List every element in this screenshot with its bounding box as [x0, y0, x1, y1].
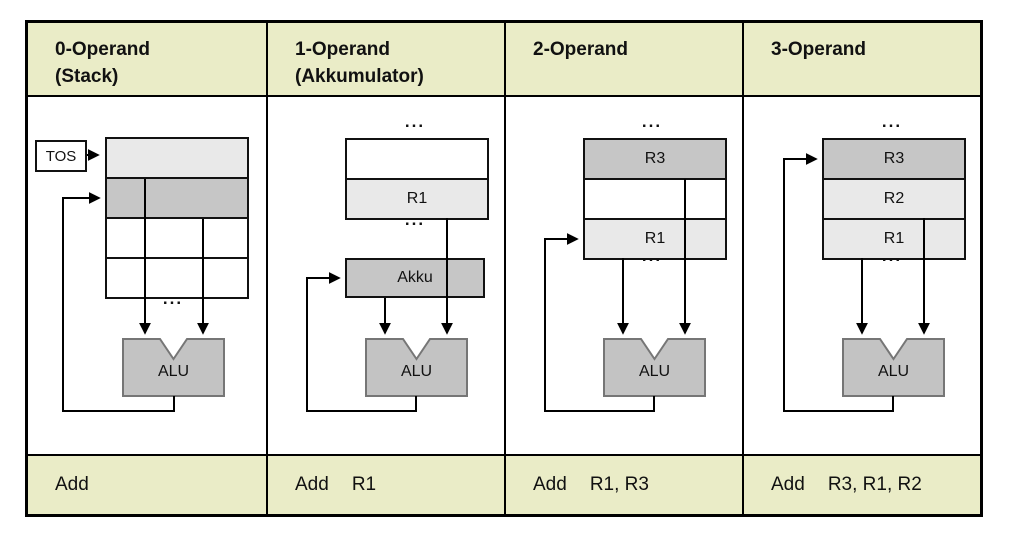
dataflow-arrows: [62, 149, 209, 412]
instruction-opcode: Add: [55, 474, 89, 495]
alu-box: ALU: [122, 338, 225, 397]
dataflow-arrows: [306, 218, 453, 412]
result-feedback-arrow: [306, 272, 417, 412]
register-cell: [347, 140, 487, 180]
alu-label: ALU: [157, 362, 190, 380]
instruction-1-operand: Add R1: [266, 454, 504, 514]
alu-shape: [122, 338, 225, 397]
header-line1: 2-Operand: [533, 39, 629, 60]
ellipsis: ...: [641, 112, 663, 131]
register-cell-r1: R1: [585, 220, 725, 258]
register-cell-r3: R3: [824, 140, 964, 180]
register-block: R1: [345, 138, 489, 220]
ellipsis: ...: [162, 289, 184, 308]
result-feedback-arrow: [62, 192, 175, 412]
tos-box: TOS: [35, 140, 87, 172]
ellipsis: ...: [404, 112, 426, 131]
register-block: R3 R1: [583, 138, 727, 260]
instruction-opcode: Add: [771, 474, 805, 495]
ellipsis: ...: [881, 246, 903, 265]
instruction-opcode: Add: [295, 474, 329, 495]
result-feedback-arrow: [544, 233, 655, 412]
instruction-3-operand: Add R3, R1, R2: [742, 454, 980, 514]
alu-shape: [842, 338, 945, 397]
akku-box: Akku: [345, 258, 485, 298]
column-header-1-operand: 1-Operand (Akkumulator): [266, 23, 504, 97]
stack-cell-second: [107, 179, 247, 219]
register-cell-r1: R1: [347, 180, 487, 218]
register-block: R3 R2 R1: [822, 138, 966, 260]
ellipsis: ...: [404, 210, 426, 229]
header-line1: 3-Operand: [771, 39, 867, 60]
akku-label: Akku: [397, 269, 433, 286]
isa-comparison-table: 0-Operand (Stack) 1-Operand (Akkumulator…: [25, 20, 983, 517]
alu-shape: [603, 338, 706, 397]
instruction-0-operand: Add: [28, 454, 266, 514]
diagram-0-operand-stack: TOS ... ALU: [28, 97, 266, 454]
alu-box: ALU: [365, 338, 468, 397]
register-cell-r2: R2: [824, 180, 964, 220]
alu-box: ALU: [603, 338, 706, 397]
instruction-operands: R1, R3: [589, 474, 649, 495]
diagram-1-operand-akkumulator: ... R1 ... Akku ALU: [266, 97, 504, 454]
instruction-2-operand: Add R1, R3: [504, 454, 742, 514]
ellipsis: ...: [881, 112, 903, 131]
column-header-0-operand: 0-Operand (Stack): [28, 23, 266, 97]
alu-label: ALU: [877, 362, 910, 380]
alu-label: ALU: [400, 362, 433, 380]
result-feedback-arrow: [783, 153, 894, 412]
header-line1: 0-Operand: [55, 39, 151, 60]
instruction-opcode: Add: [533, 474, 567, 495]
diagram-3-operand: ... R3 R2 R1 ... ALU: [742, 97, 980, 454]
header-line1: 1-Operand: [295, 39, 391, 60]
stack-cell: [107, 219, 247, 259]
column-header-2-operand: 2-Operand: [504, 23, 742, 97]
header-line2: (Akkumulator): [295, 66, 424, 87]
tos-label: TOS: [45, 147, 77, 165]
register-cell-r3: R3: [585, 140, 725, 180]
stack-cell-top: [107, 139, 247, 179]
instruction-operands: R1: [351, 474, 377, 495]
diagram-2-operand: ... R3 R1 ... ALU: [504, 97, 742, 454]
register-cell: [585, 180, 725, 220]
alu-label: ALU: [638, 362, 671, 380]
stack-register-block: [105, 137, 249, 299]
instruction-operands: R3, R1, R2: [827, 474, 922, 495]
register-cell-r1: R1: [824, 220, 964, 258]
column-header-3-operand: 3-Operand: [742, 23, 980, 97]
header-line2: (Stack): [55, 66, 119, 87]
alu-shape: [365, 338, 468, 397]
dataflow-arrows: [783, 153, 930, 412]
ellipsis: ...: [641, 246, 663, 265]
alu-box: ALU: [842, 338, 945, 397]
dataflow-arrows: [544, 179, 691, 412]
